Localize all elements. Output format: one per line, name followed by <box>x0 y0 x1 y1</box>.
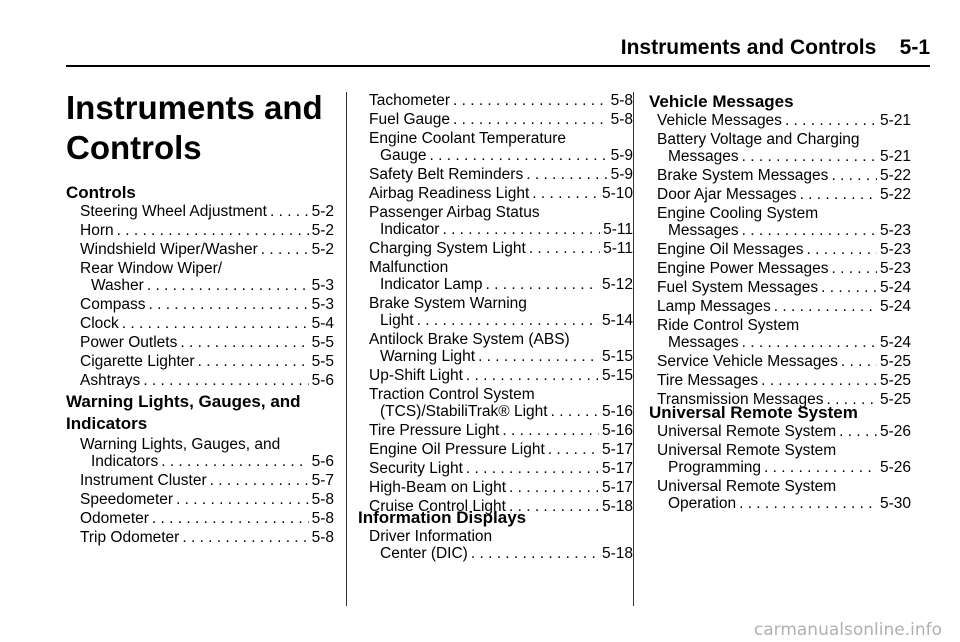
toc-entry[interactable]: Vehicle Messages5-21 <box>657 112 911 130</box>
toc-entry[interactable]: Indicator5-11 <box>380 221 633 239</box>
chapter-title-line-2: Controls <box>66 129 202 166</box>
header-title: Instruments and Controls <box>620 36 877 59</box>
toc-entry[interactable]: Messages5-24 <box>668 334 911 352</box>
chapter-title: Instruments and Controls <box>66 88 323 168</box>
toc-entry-continued[interactable]: Ride Control System <box>657 317 800 334</box>
toc-entry-continued[interactable]: Brake System Warning <box>369 295 527 312</box>
toc-entry[interactable]: Cigarette Lighter5-5 <box>80 353 334 371</box>
toc-entry[interactable]: Door Ajar Messages5-22 <box>657 186 911 204</box>
toc-entry[interactable]: Gauge5-9 <box>380 147 633 165</box>
toc-entry[interactable]: Compass5-3 <box>80 296 334 314</box>
toc-entry[interactable]: Odometer5-8 <box>80 510 334 528</box>
toc-entry-continued[interactable]: Warning Lights, Gauges, and <box>80 436 281 453</box>
header-page-number: 5-1 <box>899 36 930 59</box>
toc-entry[interactable]: High-Beam on Light5-17 <box>369 479 633 497</box>
toc-entry-continued[interactable]: Driver Information <box>369 528 493 545</box>
toc-entry[interactable]: Trip Odometer5-8 <box>80 529 334 547</box>
chapter-title-line-1: Instruments and <box>66 89 323 126</box>
toc-entry[interactable]: Operation5-30 <box>668 495 911 513</box>
toc-entry[interactable]: Engine Oil Messages5-23 <box>657 241 911 259</box>
toc-entry-continued[interactable]: Antilock Brake System (ABS) <box>369 331 570 348</box>
toc-entry-continued[interactable]: Universal Remote System <box>657 478 837 495</box>
section-heading-line: Warning Lights, Gauges, and <box>66 392 301 411</box>
toc-entry-continued[interactable]: Engine Coolant Temperature <box>369 130 567 147</box>
toc-entry[interactable]: Messages5-23 <box>668 222 911 240</box>
toc-entry[interactable]: Tire Messages5-25 <box>657 372 911 390</box>
toc-entry[interactable]: Transmission Messages5-25 <box>657 391 911 409</box>
toc-entry-continued[interactable]: Universal Remote System <box>657 442 837 459</box>
section-heading-information-displays: Information Displays <box>358 508 527 527</box>
toc-entry-continued[interactable]: Traction Control System <box>369 386 535 403</box>
toc-entry[interactable]: (TCS)/StabiliTrak® Light5-16 <box>380 403 633 421</box>
toc-entry[interactable]: Speedometer5-8 <box>80 491 334 509</box>
column-divider-1 <box>346 92 347 606</box>
header-rule <box>66 65 930 67</box>
toc-entry[interactable]: Indicators5-6 <box>91 453 334 471</box>
toc-entry[interactable]: Ashtrays5-6 <box>80 372 334 390</box>
toc-entry[interactable]: Tachometer5-8 <box>369 92 633 110</box>
section-heading-vehicle-messages: Vehicle Messages <box>649 92 794 111</box>
toc-entry[interactable]: Center (DIC)5-18 <box>380 545 633 563</box>
toc-entry[interactable]: Instrument Cluster5-7 <box>80 472 334 490</box>
section-heading-line: Indicators <box>66 414 148 433</box>
toc-entry[interactable]: Indicator Lamp5-12 <box>380 276 633 294</box>
toc-entry[interactable]: Power Outlets5-5 <box>80 334 334 352</box>
section-heading-universal-remote: Universal Remote System <box>649 403 858 422</box>
section-heading-warning-lights: Warning Lights, Gauges, and Indicators <box>66 391 301 435</box>
toc-entry[interactable]: Security Light5-17 <box>369 460 633 478</box>
toc-entry[interactable]: Up-Shift Light5-15 <box>369 367 633 385</box>
toc-entry[interactable]: Horn5-2 <box>80 222 334 240</box>
toc-entry[interactable]: Universal Remote System5-26 <box>657 423 911 441</box>
toc-entry-continued[interactable]: Passenger Airbag Status <box>369 204 540 221</box>
toc-entry[interactable]: Charging System Light5-11 <box>369 240 633 258</box>
toc-entry[interactable]: Engine Power Messages5-23 <box>657 260 911 278</box>
page-header: Instruments and Controls 5-1 <box>0 0 960 67</box>
column-divider-2 <box>633 92 634 606</box>
toc-entry[interactable]: Clock5-4 <box>80 315 334 333</box>
toc-entry-continued[interactable]: Malfunction <box>369 259 449 276</box>
toc-entry[interactable]: Tire Pressure Light5-16 <box>369 422 633 440</box>
toc-entry[interactable]: Fuel Gauge5-8 <box>369 111 633 129</box>
toc-entry-continued[interactable]: Rear Window Wiper/ <box>80 260 223 277</box>
toc-entry[interactable]: Light5-14 <box>380 312 633 330</box>
toc-entry[interactable]: Engine Oil Pressure Light5-17 <box>369 441 633 459</box>
toc-entry[interactable]: Lamp Messages5-24 <box>657 298 911 316</box>
toc-entry[interactable]: Service Vehicle Messages5-25 <box>657 353 911 371</box>
toc-entry[interactable]: Cruise Control Light5-18 <box>369 498 633 516</box>
watermark: carmanualsonline.info <box>753 620 942 640</box>
toc-entry-continued[interactable]: Battery Voltage and Charging <box>657 131 860 148</box>
toc-entry[interactable]: Warning Light5-15 <box>380 348 633 366</box>
toc-entry[interactable]: Safety Belt Reminders5-9 <box>369 166 633 184</box>
toc-entry[interactable]: Programming5-26 <box>668 459 911 477</box>
toc-entry[interactable]: Steering Wheel Adjustment5-2 <box>80 203 334 221</box>
running-header: Instruments and Controls 5-1 <box>621 36 930 60</box>
toc-entry[interactable]: Airbag Readiness Light5-10 <box>369 185 633 203</box>
toc-entry-continued[interactable]: Engine Cooling System <box>657 205 819 222</box>
section-heading-controls: Controls <box>66 183 136 202</box>
toc-entry[interactable]: Fuel System Messages5-24 <box>657 279 911 297</box>
toc-entry[interactable]: Messages5-21 <box>668 148 911 166</box>
toc-entry[interactable]: Brake System Messages5-22 <box>657 167 911 185</box>
toc-entry[interactable]: Windshield Wiper/Washer5-2 <box>80 241 334 259</box>
toc-entry[interactable]: Washer5-3 <box>91 277 334 295</box>
